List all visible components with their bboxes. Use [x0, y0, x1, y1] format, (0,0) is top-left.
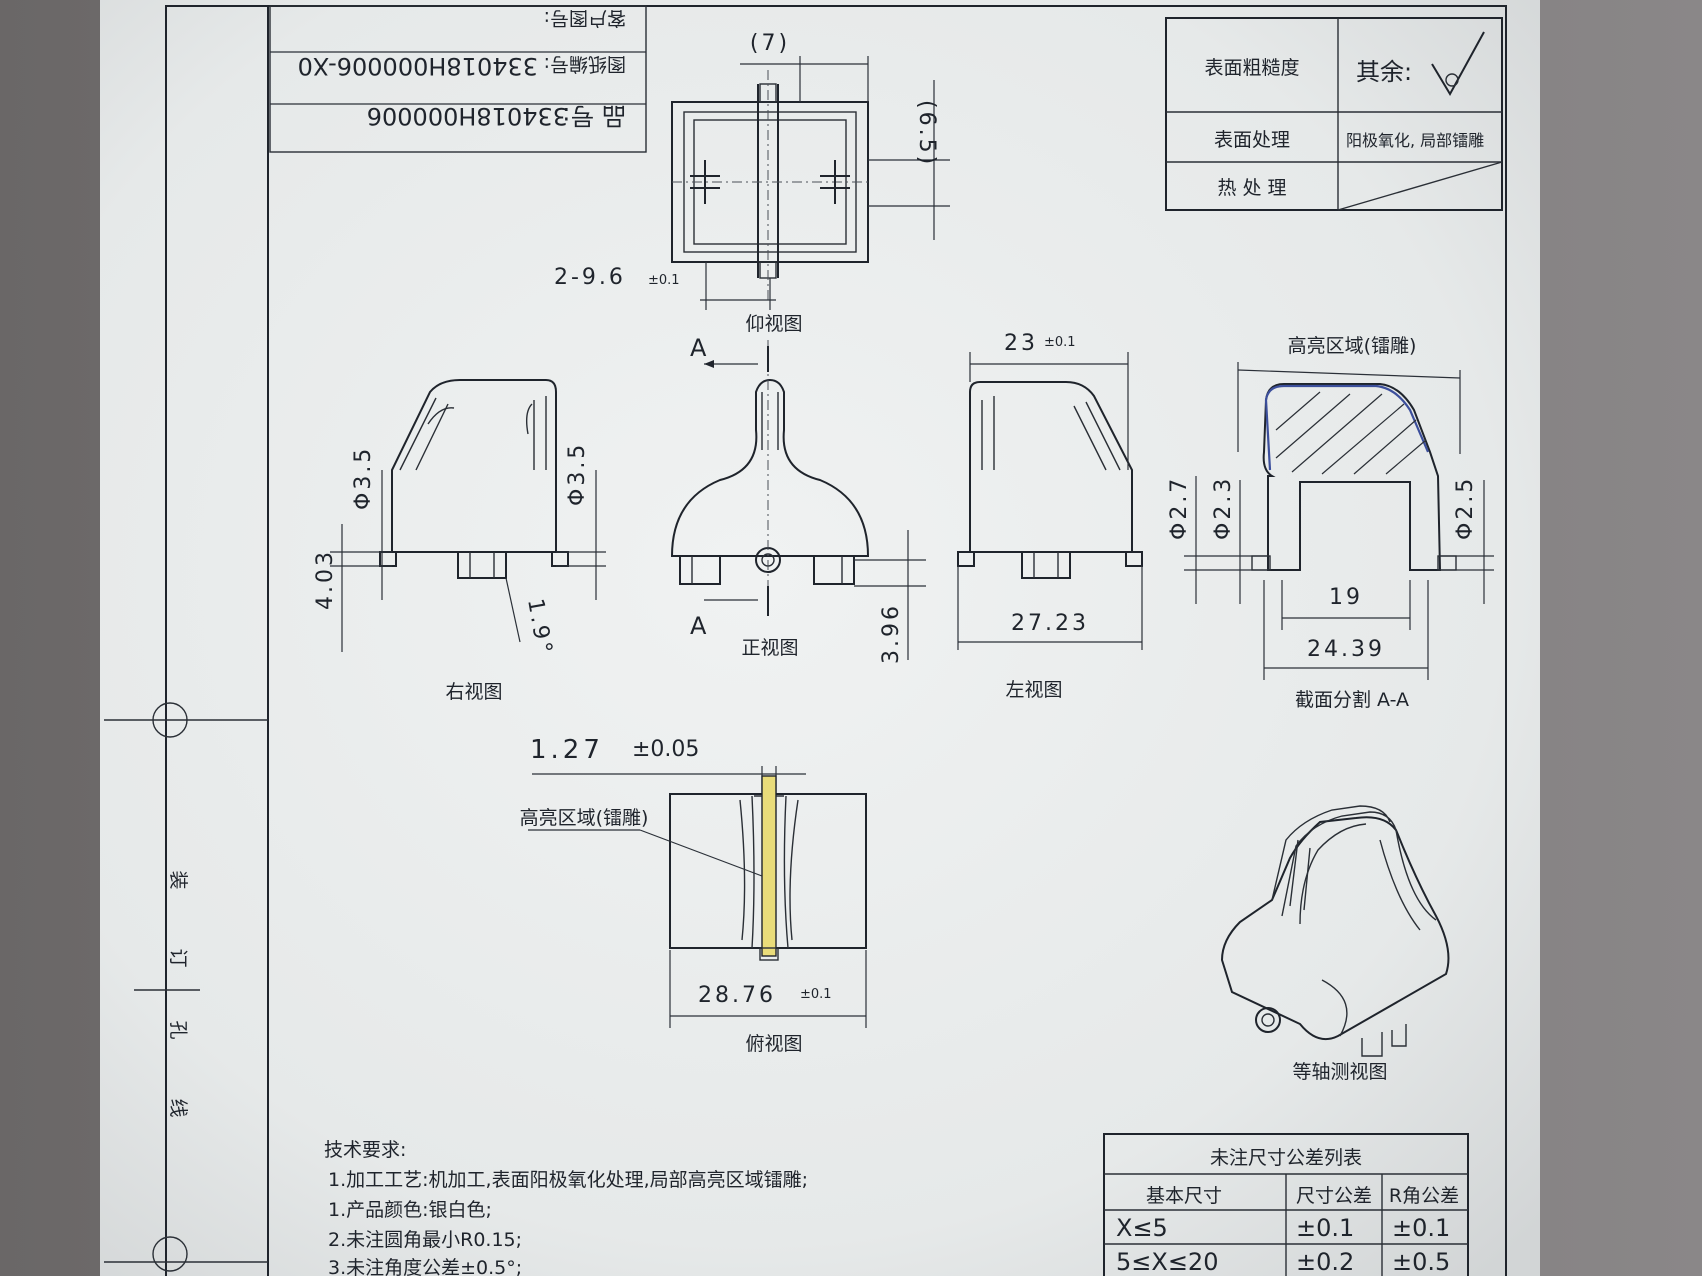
tech-req-line: 2.未注圆角最小R0.15;	[328, 1229, 522, 1251]
heat-label: 热 处 理	[1217, 177, 1286, 199]
tolerance-header: 基本尺寸	[1146, 1185, 1222, 1207]
dim-right-dia: Φ3.5	[351, 446, 376, 510]
label-section-view: 截面分割 A-A	[1295, 689, 1409, 711]
dim-left-width: 23	[1004, 331, 1038, 356]
front-view: A A 3.96 正视图	[670, 334, 926, 664]
drawing-sheet	[100, 0, 1540, 1276]
dim-section-d2: Φ2.3	[1211, 476, 1236, 540]
dim-section-inner: 19	[1329, 585, 1363, 610]
roughness-value: 其余:	[1356, 58, 1412, 86]
treatment-label: 表面处理	[1214, 129, 1290, 151]
tolerance-table-title: 未注尺寸公差列表	[1210, 1147, 1362, 1169]
tolerance-cell: ±0.2	[1296, 1248, 1354, 1276]
surface-table: 表面粗糙度 其余: 表面处理 阳极氧化, 局部镭雕 热 处 理	[1165, 17, 1503, 211]
hatching	[1275, 391, 1427, 475]
tech-req-title: 技术要求:	[324, 1139, 406, 1161]
label-bottom-view: 仰视图	[745, 313, 802, 335]
dim-left-width-tol: ±0.1	[1044, 335, 1076, 350]
tech-req-line: 1.产品颜色:银白色;	[328, 1199, 492, 1221]
drawing-no: 334018H000006-X0	[298, 52, 538, 80]
section-view: 高亮区域(镭雕) Φ2.7 Φ2.3 Φ2.5 19	[1167, 335, 1494, 711]
roughness-check-icon	[1431, 31, 1485, 97]
binding-margin: 装 订 孔 线	[167, 870, 189, 1117]
dim-top-pitch-tol: ±0.1	[648, 273, 680, 288]
drawing-frame	[104, 5, 1507, 1276]
dim-bottom-gap: 1.27	[530, 735, 604, 765]
dim-right-height: 4.03	[313, 549, 338, 610]
lower-view: 1.27 ±0.05 高亮区域(镭雕) 28.76 ±0.1 俯视图	[520, 735, 867, 1055]
tech-req-line: 3.未注角度公差±0.5°;	[328, 1257, 522, 1276]
dim-section-outer: 24.39	[1307, 637, 1385, 662]
dim-top-height: (6.5)	[914, 100, 939, 167]
dim-section-d3: Φ2.5	[1453, 476, 1478, 540]
margin-char: 订	[167, 948, 189, 967]
highlight-strip	[761, 775, 777, 957]
tolerance-cell: X≤5	[1116, 1214, 1168, 1242]
tolerance-cell: ±0.5	[1392, 1248, 1450, 1276]
dim-bottom-width-tol: ±0.1	[800, 987, 832, 1002]
margin-char: 装	[167, 870, 189, 889]
drawing-no-label: 图纸编号:	[544, 53, 626, 75]
right-view: 4.03 Φ3.5 Φ3.5 1.9° 右视图	[313, 379, 606, 703]
dim-front-dia: Φ3.5	[565, 442, 590, 506]
left-view: 23 ±0.1 27.23 左视图	[957, 331, 1143, 701]
tolerance-cell: ±0.1	[1296, 1214, 1354, 1242]
bottom-highlight-label: 高亮区域(镭雕)	[520, 807, 649, 829]
dim-top-width: (7)	[750, 31, 790, 56]
section-mark-upper: A	[690, 334, 707, 362]
label-front-view: 正视图	[741, 637, 798, 659]
label-top-view: 俯视图	[745, 1033, 802, 1055]
dim-left-base: 27.23	[1011, 611, 1089, 636]
tolerance-table: 未注尺寸公差列表 基本尺寸 尺寸公差 R角公差 X≤5 ±0.1 ±0.1 5≤…	[1103, 1133, 1469, 1276]
customer-no-label: 客户图号:	[544, 7, 626, 29]
dim-bottom-gap-tol: ±0.05	[632, 737, 699, 762]
section-mark-lower: A	[690, 612, 707, 640]
dim-bottom-width: 28.76	[698, 983, 776, 1008]
part-no-label: 品 号:	[562, 102, 626, 130]
label-right-view: 右视图	[445, 681, 502, 703]
highlight-edge	[1264, 384, 1430, 471]
roughness-label: 表面粗糙度	[1204, 57, 1299, 79]
treatment-value: 阳极氧化, 局部镭雕	[1346, 131, 1484, 150]
top-view: (7) (6.5) 2-9.6 ±0.1 仰视图	[554, 31, 950, 335]
section-highlight-label: 高亮区域(镭雕)	[1288, 335, 1417, 357]
tolerance-cell: 5≤X≤20	[1116, 1248, 1218, 1276]
iso-view: 等轴测视图	[1220, 805, 1450, 1083]
part-no: 334018H000006	[367, 102, 568, 130]
label-iso-view: 等轴测视图	[1292, 1061, 1387, 1083]
tech-requirements: 技术要求: 1.加工工艺:机加工,表面阳极氧化处理,局部高亮区域镭雕; 1.产品…	[324, 1139, 808, 1276]
label-left-view: 左视图	[1005, 679, 1062, 701]
tolerance-cell: ±0.1	[1392, 1214, 1450, 1242]
dim-front-height: 3.96	[879, 603, 904, 664]
binding-hole-circle	[152, 1236, 188, 1272]
margin-char: 孔	[167, 1020, 189, 1039]
tech-req-line: 1.加工工艺:机加工,表面阳极氧化处理,局部高亮区域镭雕;	[328, 1169, 808, 1191]
title-block: 品 号: 334018H000006 图纸编号: 334018H000006-X…	[269, 5, 647, 153]
tolerance-header: R角公差	[1389, 1185, 1459, 1207]
roughness-circle-icon	[1445, 73, 1459, 87]
margin-char: 线	[167, 1098, 189, 1117]
binding-hole-circle	[152, 702, 188, 738]
dim-section-d1: Φ2.7	[1167, 476, 1192, 540]
dim-top-pitch: 2-9.6	[554, 265, 626, 290]
tolerance-header: 尺寸公差	[1296, 1185, 1372, 1207]
